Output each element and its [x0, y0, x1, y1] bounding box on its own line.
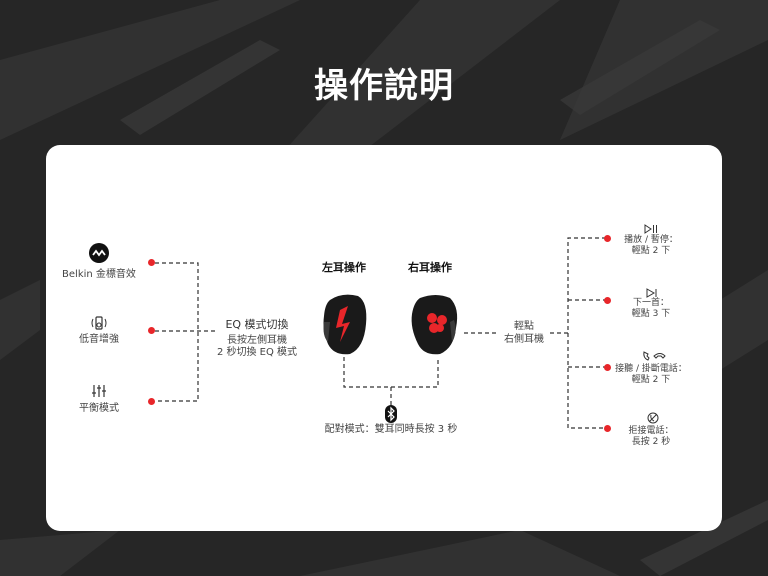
action-line1: 拒接電話：: [628, 426, 674, 436]
action-dot: [604, 425, 611, 432]
right-ear-label: 右耳操作: [408, 261, 452, 274]
action-line1: 接聽 / 掛斷電話：: [615, 364, 687, 374]
bluetooth-icon: [384, 405, 398, 427]
action-line1: 下一首：: [632, 298, 669, 308]
next-track-icon: [646, 283, 658, 302]
action-line2: 輕點 2 下: [631, 246, 671, 256]
eq-mode-label: 低音增強: [79, 334, 119, 345]
action-line2: 長按 2 秒: [631, 437, 671, 447]
reject-call-icon: [647, 409, 659, 428]
eq-switch-title: EQ 模式切換: [225, 318, 289, 331]
right-earbud-image: [410, 292, 460, 360]
equalizer-sliders-icon: [91, 383, 107, 402]
action-line2: 輕點 2 下: [631, 375, 671, 385]
eq-mode-dot: [148, 259, 155, 266]
tap-right-line1: 輕點: [514, 321, 534, 332]
eq-mode-dot: [148, 398, 155, 405]
eq-mode-label: Belkin 金標音效: [62, 269, 136, 280]
action-line2: 輕點 3 下: [631, 309, 671, 319]
answer-hangup-call-icon: [642, 347, 666, 366]
left-earbud-image: [322, 292, 370, 360]
action-dot: [604, 364, 611, 371]
belkin-logo-icon: [89, 243, 109, 267]
bass-boost-icon: [89, 315, 109, 335]
pairing-text: 配對模式：雙耳同時長按 3 秒: [324, 424, 458, 435]
connector-lines: [155, 237, 606, 429]
instruction-card: Belkin 金標音效 低音增強 平衡模式 EQ 模式切換 長按左側耳機 2 秒…: [46, 145, 722, 531]
action-line1: 播放 / 暫停：: [624, 235, 678, 245]
page-title: 操作說明: [314, 66, 454, 106]
eq-switch-line1: 長按左側耳機: [227, 335, 287, 346]
action-dot: [604, 235, 611, 242]
tap-right-line2: 右側耳機: [504, 334, 544, 345]
left-ear-label: 左耳操作: [322, 261, 366, 274]
eq-switch-line2: 2 秒切換 EQ 模式: [216, 347, 298, 358]
action-dot: [604, 297, 611, 304]
play-pause-icon: [644, 219, 658, 238]
eq-mode-dot: [148, 327, 155, 334]
eq-mode-label: 平衡模式: [79, 403, 119, 414]
